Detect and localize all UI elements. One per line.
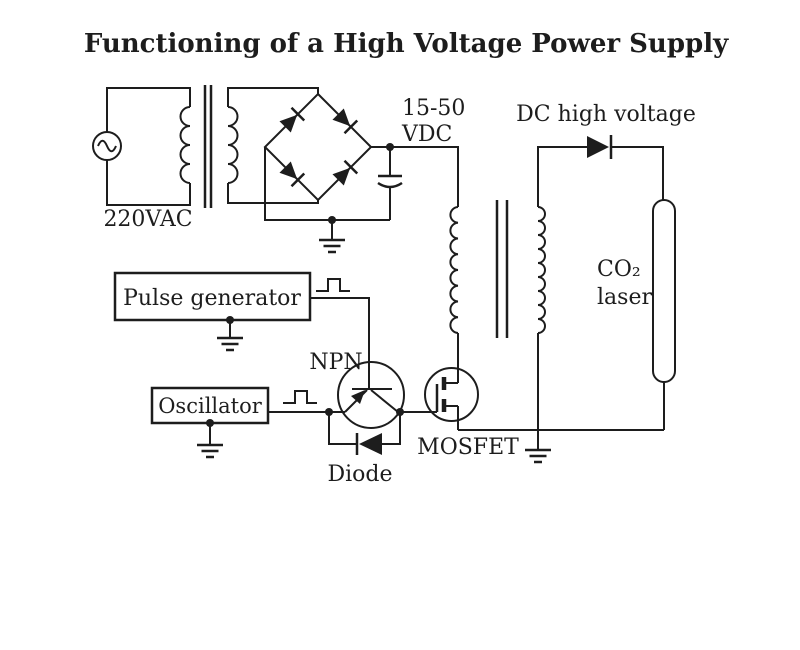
hv-transformer-icon (449, 146, 587, 430)
hv-output-label: DC high voltage (516, 102, 696, 127)
bridge-diode-icon (332, 159, 359, 186)
transformer-core-1 (203, 85, 213, 208)
secondary-coil-1 (227, 106, 239, 184)
bridge-diode-icon (332, 108, 359, 135)
mosfet-label: MOSFET (417, 435, 519, 460)
oscillator: Oscillator (150, 386, 329, 459)
bridge-diode-icon (279, 106, 306, 133)
dc-bus: 15-50 VDC (264, 96, 465, 254)
oscillator-label: Oscillator (158, 394, 263, 418)
dc-plus-wire (371, 146, 459, 207)
pulse-generator-label: Pulse generator (123, 286, 301, 311)
diagram-title: Functioning of a High Voltage Power Supp… (84, 29, 729, 59)
primary-coil-1 (179, 106, 191, 184)
ac-source-icon (92, 131, 122, 161)
laser-label-line1: CO₂ (597, 257, 641, 282)
bridge-diode-icon (279, 161, 306, 188)
npn-label: NPN (309, 350, 362, 375)
ground-icon (317, 238, 347, 254)
laser-tube-icon (652, 199, 676, 383)
dc-bus-label-line1: 15-50 (402, 96, 465, 121)
ground-rail (458, 429, 664, 464)
mains-transformer-icon (179, 85, 319, 208)
bridge-rectifier-icon (263, 92, 373, 202)
hv-rectifier: DC high voltage (516, 102, 696, 200)
pulse-generator-box (113, 271, 312, 322)
ground-icon (215, 336, 245, 352)
dc-bus-label-line2: VDC (401, 122, 452, 147)
secondary-coil-2 (537, 206, 546, 334)
hv-output-wire (611, 146, 664, 200)
ground-icon (195, 443, 225, 459)
ground-icon (523, 448, 553, 464)
primary-coil-2 (449, 206, 459, 334)
flyback-diode-icon (355, 433, 382, 455)
dc-minus-wire (264, 147, 390, 221)
npn-transistor-icon: NPN (309, 350, 405, 429)
pulse-waveform-icon (316, 278, 350, 292)
ac-loop-wire (106, 87, 191, 206)
diode-label: Diode (327, 462, 392, 487)
pulse-generator-output-wire (310, 297, 370, 389)
ac-input-stage: 220VAC (92, 87, 193, 232)
flyback-diode: Diode (327, 412, 401, 487)
smoothing-capacitor-icon (377, 147, 403, 220)
transformer-core-2 (495, 200, 509, 338)
mosfet-icon: MOSFET (400, 367, 519, 460)
co2-laser: CO₂ laser (597, 199, 676, 430)
pulse-generator: Pulse generator (113, 271, 370, 389)
laser-label-line2: laser (597, 285, 652, 310)
pulse-waveform-icon (283, 390, 317, 404)
hv-diode-icon (587, 135, 613, 159)
flyback-diode-wire (328, 412, 401, 445)
secondary-2-wires (537, 146, 587, 430)
junction-dot (386, 143, 394, 151)
ac-source-label: 220VAC (103, 207, 192, 232)
